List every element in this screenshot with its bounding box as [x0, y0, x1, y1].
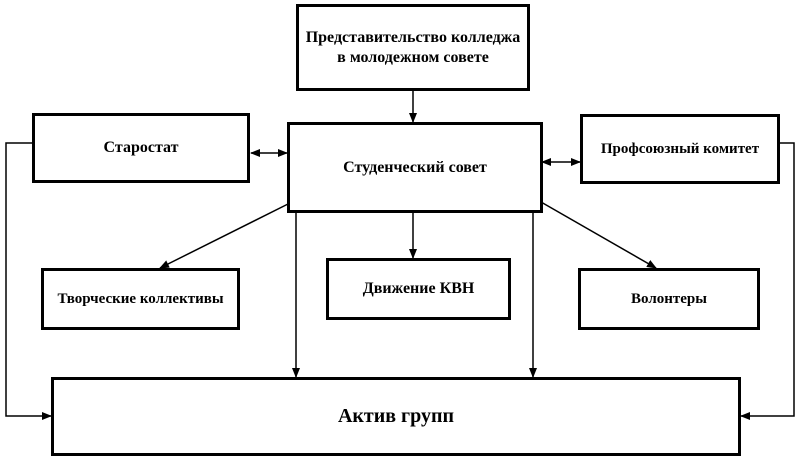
node-trade-union: Профсоюзный комитет [580, 114, 780, 184]
edge-trade-union-to-group [740, 142, 795, 420]
node-creative-groups: Творческие коллективы [41, 268, 240, 330]
node-group-activists-label: Актив групп [337, 405, 455, 427]
node-creative-groups-label: Творческие коллективы [57, 290, 224, 307]
node-kvn: Движение КВН [326, 258, 511, 320]
node-starostat-label: Старостат [103, 139, 179, 156]
node-starostat: Старостат [32, 113, 250, 183]
edge-student-council-to-volunteers [540, 201, 657, 269]
node-volunteers: Волонтеры [578, 268, 760, 330]
node-student-council-label: Студенческий совет [343, 158, 487, 176]
node-college-representation-label: Представительство колледжа в молодежном … [305, 28, 521, 66]
node-student-council: Студенческий совет [287, 122, 543, 213]
node-trade-union-label: Профсоюзный комитет [600, 140, 760, 157]
node-college-representation: Представительство колледжа в молодежном … [296, 4, 530, 91]
edge-student-council-to-creative [159, 203, 289, 269]
node-group-activists: Актив групп [51, 377, 741, 456]
node-kvn-label: Движение КВН [362, 280, 475, 297]
edge-starostat-to-group [5, 142, 52, 420]
node-volunteers-label: Волонтеры [631, 290, 707, 307]
